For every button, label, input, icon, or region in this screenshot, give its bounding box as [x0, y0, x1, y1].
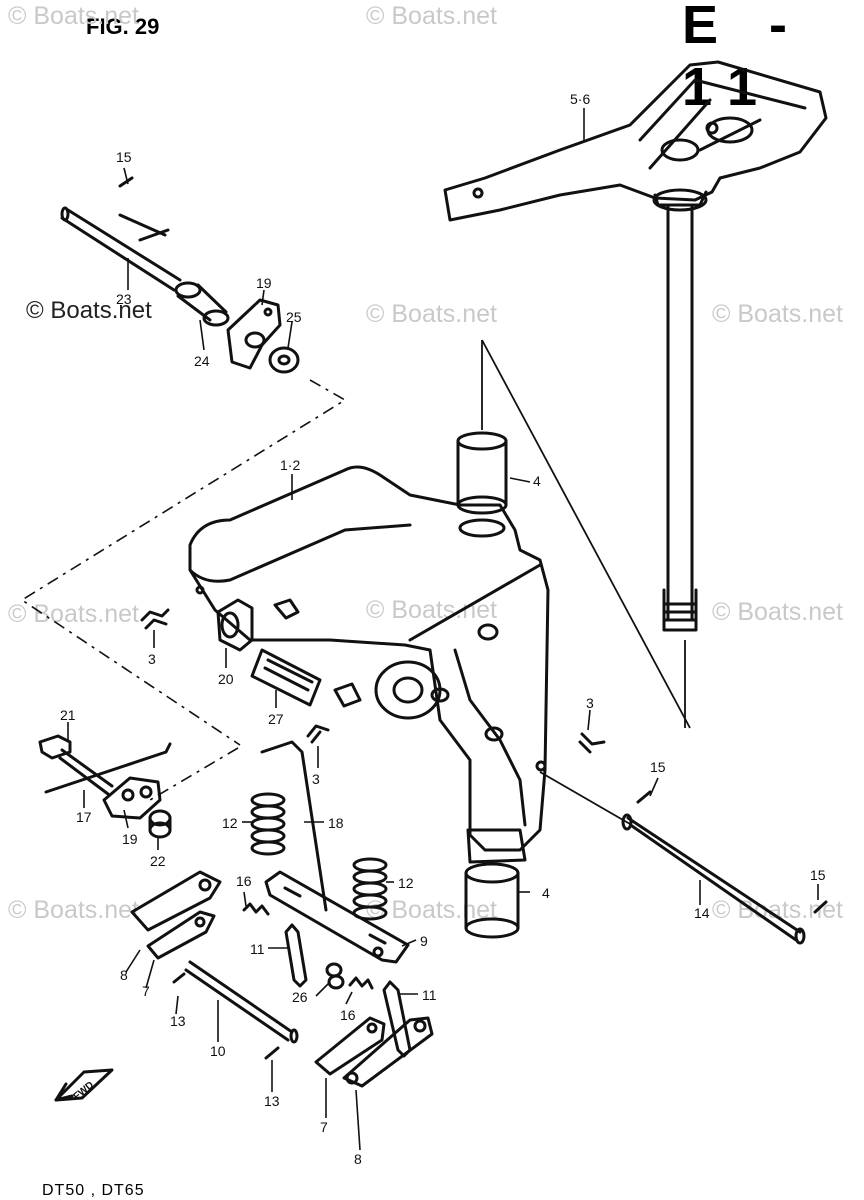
callout: 24 [194, 353, 210, 369]
fwd-arrow-icon [54, 1068, 114, 1102]
bushing-lower [464, 862, 520, 939]
watermark: © Boats.net [712, 300, 843, 328]
callout: 25 [286, 309, 302, 325]
callout: 15 [116, 149, 132, 165]
shaft [172, 960, 299, 1060]
callout: 1·2 [280, 457, 300, 473]
watermark: © Boats.net [366, 2, 497, 30]
callout: 17 [76, 809, 92, 825]
callout: 19 [256, 275, 272, 291]
callout: 7 [142, 983, 150, 999]
callout: 8 [354, 1151, 362, 1167]
callout: 18 [328, 815, 344, 831]
watermark: © Boats.net [8, 2, 139, 30]
watermark-dark: © Boats.net [26, 297, 152, 324]
bushing-upper [456, 431, 508, 538]
callout: 3 [148, 651, 156, 667]
callout: 15 [810, 867, 826, 883]
rod [260, 740, 328, 912]
callout: 4 [533, 473, 541, 489]
callout: 15 [650, 759, 666, 775]
callout: 13 [264, 1093, 280, 1109]
callout: 26 [292, 989, 308, 1005]
figure-label: FIG. 29 [86, 14, 160, 39]
callout: 11 [250, 941, 265, 957]
nut [325, 962, 343, 978]
callout: 19 [122, 831, 138, 847]
callout: 14 [694, 905, 710, 921]
callout: 10 [210, 1043, 226, 1059]
clamp-bracket [188, 465, 550, 864]
model-list: DT50 , DT65 [42, 1182, 145, 1199]
callout: 5·6 [570, 91, 590, 107]
watermark: © Boats.net [8, 896, 139, 924]
callout: 8 [120, 967, 128, 983]
watermark: © Boats.net [366, 896, 497, 924]
callout-leaders [67, 108, 819, 1151]
leader-geometry [481, 339, 691, 825]
spring-left [250, 792, 286, 856]
left-hardware [38, 734, 172, 839]
watermark: © Boats.net [712, 598, 843, 626]
callout: 12 [398, 875, 414, 891]
callout: 23 [116, 291, 132, 307]
assembly-lines [20, 379, 347, 801]
hook-right [382, 980, 412, 1058]
fwd-label: FWD [72, 1080, 97, 1103]
hook-left [284, 923, 308, 988]
callout: 7 [320, 1119, 328, 1135]
lever-right [314, 1016, 434, 1088]
nut [327, 974, 345, 990]
callout: 16 [236, 873, 252, 889]
watermark: © Boats.net [8, 600, 139, 628]
reverse-lock-plate [264, 870, 410, 964]
tilt-shaft-lower [621, 790, 828, 945]
callout: 12 [222, 815, 238, 831]
lever-left [130, 870, 222, 960]
spring-small [348, 976, 374, 990]
callout: 4 [542, 885, 550, 901]
callout: 3 [312, 771, 320, 787]
callouts: 15 23 24 19 25 5·6 1·2 4 3 20 27 21 17 1… [60, 91, 826, 1167]
callout: 27 [268, 711, 284, 727]
tilt-shaft-upper [60, 176, 300, 374]
callout: 16 [340, 1007, 356, 1023]
watermark: © Boats.net [366, 596, 497, 624]
small-hardware [140, 598, 606, 754]
callout: 22 [150, 853, 166, 869]
callout: 3 [586, 695, 594, 711]
callout: 21 [60, 707, 76, 723]
watermark: © Boats.net [366, 300, 497, 328]
callout: 11 [422, 987, 437, 1003]
steering-bracket [443, 60, 828, 632]
callout: 20 [218, 671, 234, 687]
section-code: E - 11 [682, 0, 806, 117]
spring-small [242, 902, 270, 916]
watermark: © Boats.net [712, 896, 843, 924]
callout: 13 [170, 1013, 186, 1029]
spring-right [352, 857, 388, 921]
callout: 9 [420, 933, 428, 949]
